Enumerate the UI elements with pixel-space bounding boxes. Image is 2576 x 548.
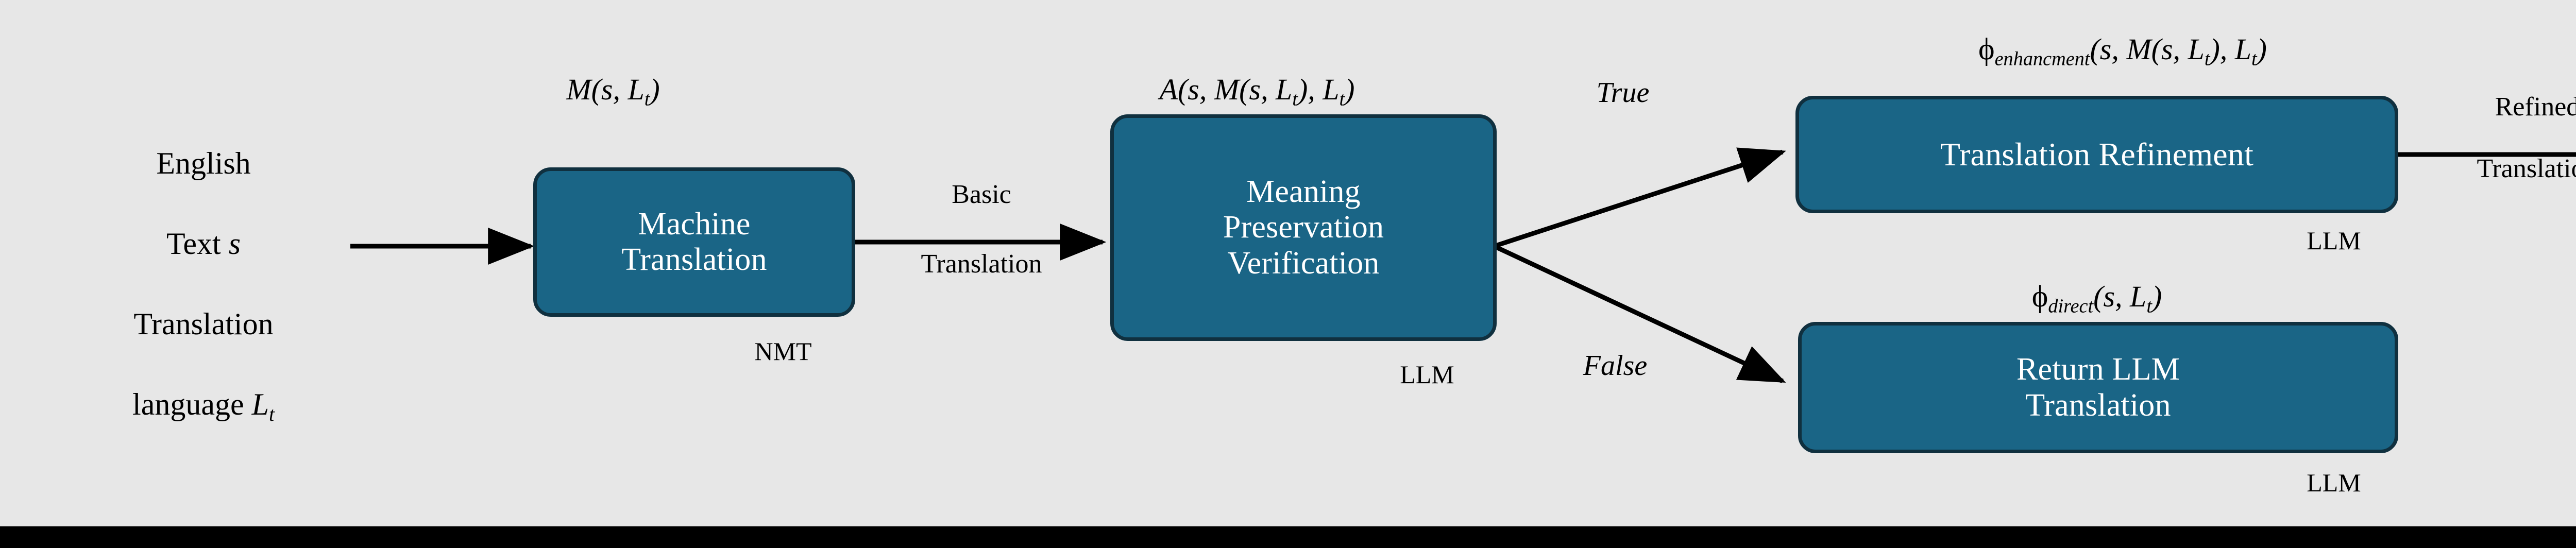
engine-label-llm-refinement: LLM	[2307, 226, 2361, 255]
formula-direct: ϕdirect(s, Lt)	[2031, 279, 2162, 317]
engine-label-llm-return: LLM	[2307, 468, 2361, 497]
edge-mpv-to-refinement	[1493, 147, 1786, 249]
input-line-4: language Lt	[132, 387, 275, 425]
engine-label-nmt: NMT	[754, 337, 812, 366]
node-translation-refinement[interactable]: Translation Refinement	[1795, 96, 2398, 213]
input-description: English Text s Translation language Lt	[57, 103, 350, 468]
node-machine-translation[interactable]: Machine Translation	[533, 167, 855, 317]
formula-machine-translation: M(s, Lt)	[566, 72, 660, 110]
edge-label-basic-translation-top: Basic	[952, 180, 1011, 209]
edge-label-basic-translation-bottom: Translation	[921, 249, 1042, 279]
edge-label-refined-translation-top: Refined	[2495, 92, 2576, 122]
edge-label-true-refinement: True	[1596, 77, 1650, 109]
formula-meaning-preservation: A(s, M(s, Lt), Lt)	[1159, 72, 1355, 110]
bottom-bar	[0, 526, 2576, 548]
edge-label-false-return-llm: False	[1583, 350, 1648, 382]
node-meaning-preservation-verification[interactable]: Meaning Preservation Verification	[1110, 114, 1497, 341]
node-meaning-preservation-verification-label: Meaning Preservation Verification	[1223, 174, 1384, 281]
engine-label-llm-verification: LLM	[1400, 360, 1454, 389]
outcome-return-refined-translation: Return Refined Translation	[2561, 355, 2576, 466]
node-translation-refinement-label: Translation Refinement	[1940, 136, 2254, 173]
formula-enhancement: ϕenhancment(s, M(s, Lt), Lt)	[1978, 31, 2267, 70]
node-machine-translation-label: Machine Translation	[621, 206, 767, 277]
formula-integrity: I(s, refined translation)	[2550, 0, 2576, 64]
input-line-3: Translation	[133, 307, 274, 341]
input-line-2: Text s	[166, 227, 241, 261]
input-line-1: English	[156, 146, 251, 180]
node-return-llm-translation-label: Return LLM Translation	[2016, 352, 2180, 423]
edge-label-integrity-true: True	[2571, 281, 2576, 312]
node-return-llm-translation[interactable]: Return LLM Translation	[1798, 322, 2398, 453]
edge-label-refined-translation-bottom: Translation	[2477, 154, 2576, 183]
